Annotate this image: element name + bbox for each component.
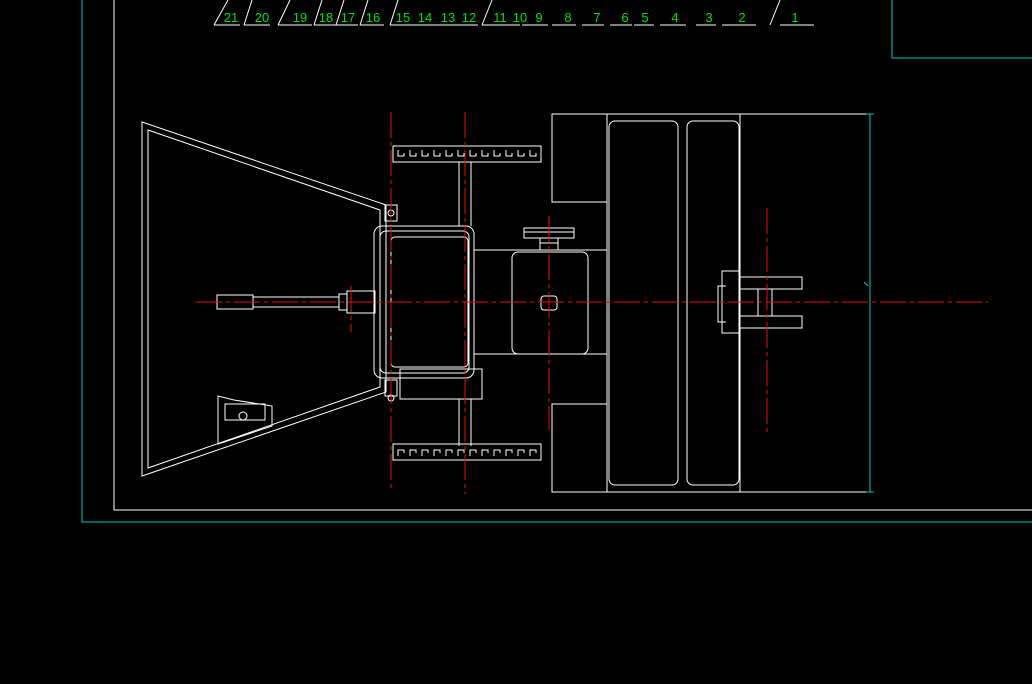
balloon-leader [769,0,781,26]
balloon-number: 5 [641,10,648,25]
track-bottom-teeth [397,449,537,456]
track-tooth [409,150,417,157]
balloon-leader [359,0,369,26]
dimension-line [863,113,874,493]
hitch-arm-bottom [739,315,803,329]
balloon-number: 3 [705,10,712,25]
track-bottom [392,443,542,461]
drawing-frame [81,0,1032,523]
balloon-number: 4 [671,10,678,25]
track-tooth [505,150,513,157]
track-tooth [517,150,525,157]
balloon-number: 7 [593,10,600,25]
balloon-number: 14 [418,10,432,25]
side-block-top [551,113,607,203]
track-tooth [457,150,465,157]
hopper [141,121,398,477]
hitch-bracket [717,285,726,323]
hopper-outer [141,121,387,477]
track-tooth [481,150,489,157]
bracket-body [217,395,273,445]
balloon-number: 8 [564,10,571,25]
balloon-number: 6 [621,10,628,25]
balloon-number: 19 [293,10,307,25]
balloon-leader [335,0,345,26]
balloon-number: 18 [319,10,333,25]
track-tooth [433,449,441,456]
track-tooth [517,449,525,456]
track-top-teeth [397,150,537,157]
balloon-number: 10 [513,10,527,25]
balloon-number: 20 [255,10,269,25]
side-block-bottom [551,403,607,493]
balloon-number: 17 [341,10,355,25]
track-tooth [397,150,405,157]
track-tooth [433,150,441,157]
outer-border [81,0,1032,523]
balloon-leader [243,0,253,26]
inner-border [113,0,1032,511]
track-tooth [457,449,465,456]
hopper-inner [147,129,381,469]
balloon-number: 9 [535,10,542,25]
balloon-number: 1 [791,10,798,25]
track-tooth [481,449,489,456]
title-block-corner [891,0,1032,59]
track-top [392,145,542,163]
bracket-part [217,395,273,445]
track-bottom-body [392,443,542,461]
balloon-number: 11 [493,10,507,25]
balloon-number: 2 [738,10,745,25]
balloon-number: 12 [462,10,476,25]
balloon-leader [213,0,229,26]
balloon-number: 13 [441,10,455,25]
balloon-leader [277,0,291,26]
balloon-leader [481,0,493,26]
balloon-number: 21 [224,10,238,25]
body-panel-left [608,120,679,486]
balloon-leader [389,0,399,26]
track-top-body [392,145,542,163]
track-tooth [493,449,501,456]
balloon-leader [313,0,323,26]
rod-mount [346,290,376,314]
track-tooth [469,449,477,456]
motor-assembly [474,227,607,355]
track-tooth [445,150,453,157]
track-tooth [529,150,537,157]
track-tooth [409,449,417,456]
track-tooth [445,449,453,456]
part-balloon-leaders [213,0,814,26]
main-body [551,113,872,493]
hitch-arm-top [739,276,803,290]
cab-base-plate [399,368,483,400]
track-tooth [421,150,429,157]
bracket-hole [238,411,248,421]
track-tooth [529,449,537,456]
center-lines [196,112,988,494]
balloon-number: 16 [366,10,380,25]
dimension-mark [863,281,869,287]
track-tooth [493,150,501,157]
balloon-number: 15 [396,10,410,25]
track-tooth [505,449,513,456]
motor-housing [511,251,589,355]
track-tooth [397,449,405,456]
track-tooth [469,150,477,157]
body-panel-right [686,120,740,486]
body-outer [606,113,741,493]
track-tooth [421,449,429,456]
